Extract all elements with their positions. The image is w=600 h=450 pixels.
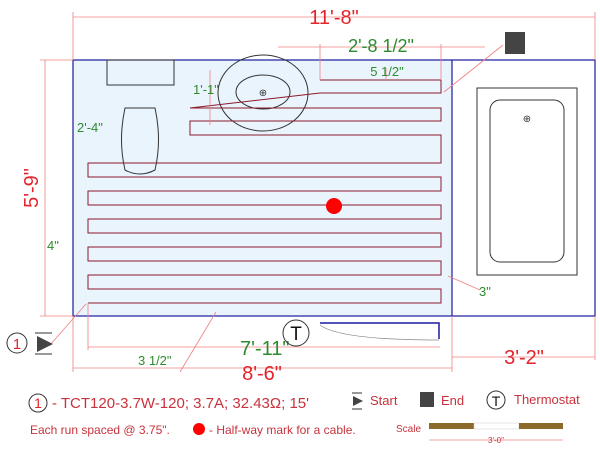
dim-left-offset: 4" bbox=[47, 238, 59, 253]
bathtub-outline bbox=[476, 87, 578, 276]
start-marker-icon bbox=[35, 332, 53, 355]
dimension-lines bbox=[40, 12, 596, 373]
dim-toilet-offset: 2'-4" bbox=[77, 120, 103, 135]
door bbox=[320, 322, 440, 339]
heated-area bbox=[73, 60, 452, 316]
thermostat-symbol: T bbox=[290, 324, 302, 345]
dim-height: 5'-9" bbox=[21, 168, 43, 208]
scale-label: Scale bbox=[396, 424, 421, 435]
sink-bowl bbox=[235, 74, 291, 110]
legend-halfway-icon bbox=[193, 423, 205, 435]
dim-total-width: 11'-8" bbox=[309, 7, 358, 29]
legend-cable-number: 1 bbox=[34, 395, 42, 411]
legend-end-icon bbox=[420, 392, 434, 407]
dim-top-offset: 5 1/2" bbox=[370, 64, 404, 79]
legend-thermostat-icon bbox=[486, 390, 506, 410]
legend-cable-spec: - TCT120-3.7W-120; 3.7A; 32.43Ω; 15' bbox=[52, 395, 309, 412]
legend-thermostat-label: Thermostat bbox=[514, 392, 580, 407]
legend-circuit-icon bbox=[28, 393, 48, 413]
dim-cable-run: 7'-11" bbox=[240, 338, 289, 360]
door-swing bbox=[319, 324, 440, 341]
tub-drain-icon: ⊕ bbox=[523, 114, 531, 125]
thermostat-icon bbox=[282, 319, 310, 347]
toilet-tank bbox=[106, 59, 175, 86]
room-outline bbox=[72, 59, 596, 317]
legend-spacing-note: Each run spaced @ 3.75". bbox=[30, 423, 170, 437]
halfway-mark bbox=[326, 198, 342, 214]
dim-heated-width: 8'-6" bbox=[242, 363, 282, 385]
legend-thermostat-symbol: T bbox=[492, 393, 501, 409]
legend-end-label: End bbox=[441, 393, 464, 408]
dim-sink-offset: 1'-1" bbox=[193, 82, 219, 97]
scale-value: 3'-0" bbox=[488, 436, 504, 445]
toilet-bowl bbox=[121, 107, 159, 175]
circuit-number: 1 bbox=[13, 336, 21, 353]
dim-right-offset: 3" bbox=[479, 284, 491, 299]
heating-cable bbox=[87, 79, 442, 304]
bathtub-basin bbox=[489, 99, 565, 263]
dim-bottom-offset: 3 1/2" bbox=[138, 353, 172, 368]
vanity-outline bbox=[217, 54, 309, 132]
circuit-marker bbox=[6, 332, 28, 354]
legend-start-label: Start bbox=[370, 393, 398, 408]
dim-tub-width: 3'-2" bbox=[504, 347, 544, 369]
end-marker-icon bbox=[505, 32, 525, 54]
legend-halfway-note: - Half-way mark for a cable. bbox=[209, 423, 356, 437]
dim-vanity-gap: 2'-8 1/2" bbox=[348, 36, 414, 56]
legend-start-icon bbox=[352, 392, 363, 410]
scale-bar bbox=[429, 422, 563, 441]
drain-icon: ⊕ bbox=[259, 88, 267, 99]
